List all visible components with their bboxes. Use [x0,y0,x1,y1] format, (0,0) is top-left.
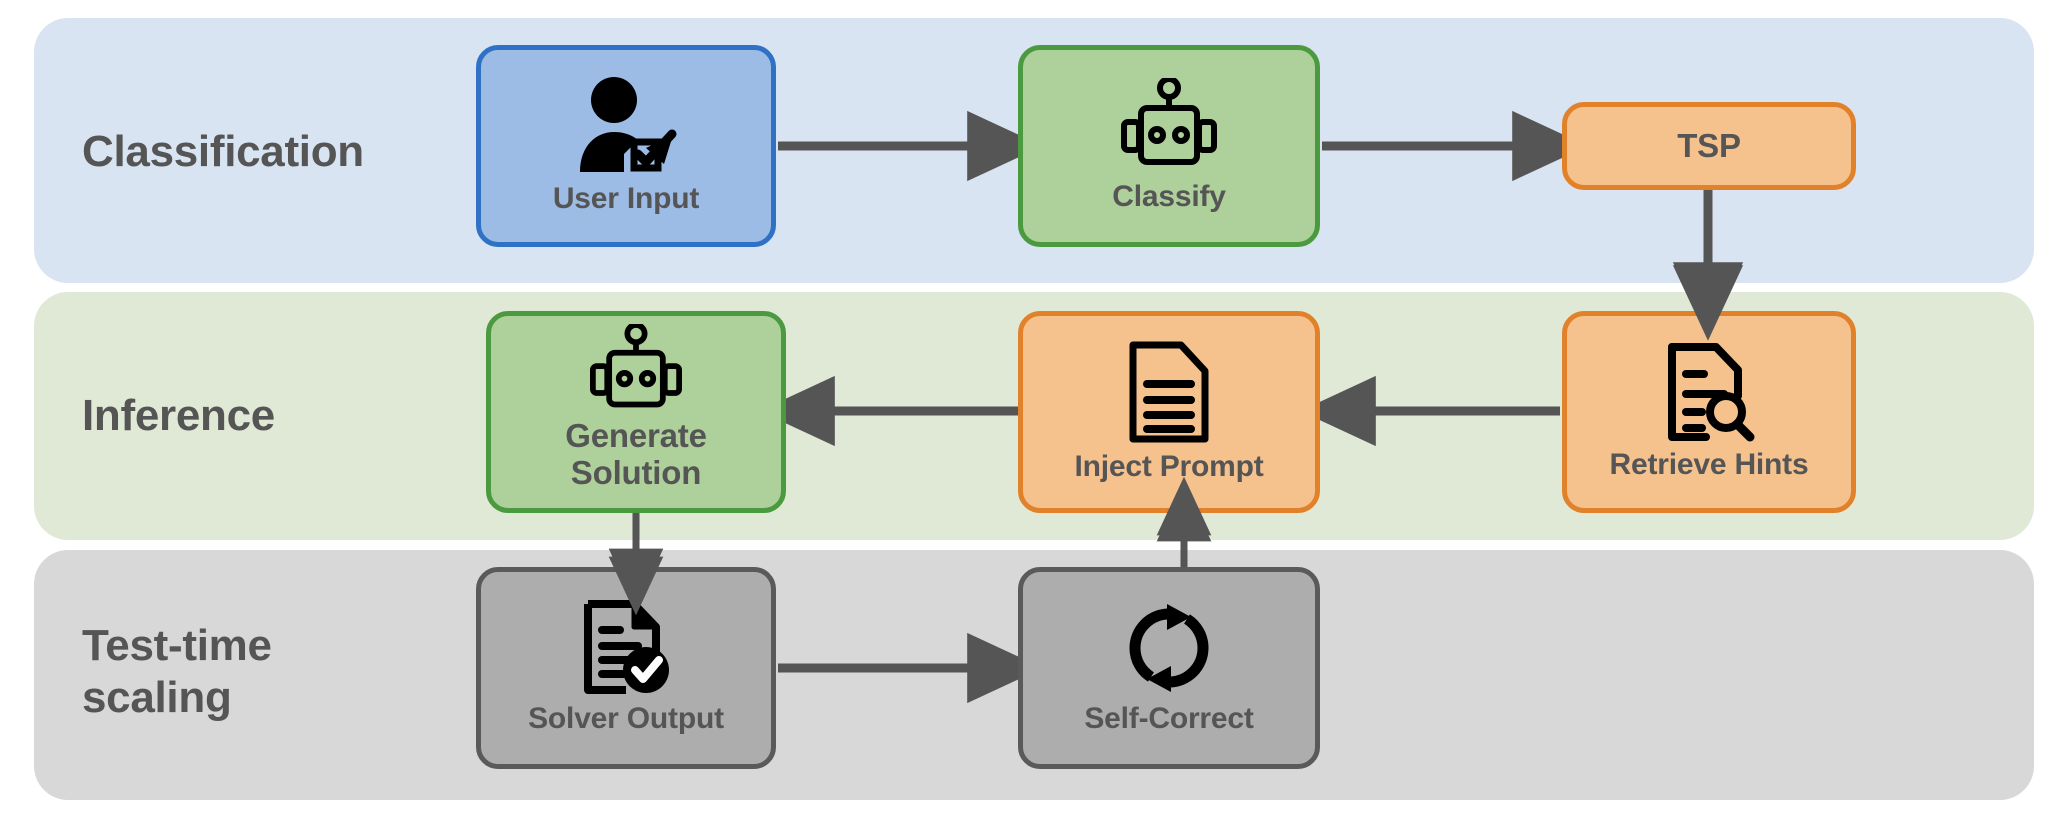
node-generate-solution[interactable]: Generate Solution [486,311,786,513]
node-label-generate-solution: Generate Solution [565,417,707,491]
node-inject-prompt[interactable]: Inject Prompt [1018,311,1320,513]
robot-icon [584,324,688,416]
node-label-user-input: User Input [552,182,700,216]
band-label-inference: Inference [82,391,275,440]
node-label-tsp: TSP [1677,126,1741,164]
document-search-icon [1662,342,1756,442]
node-classify[interactable]: Classify [1018,45,1320,247]
user-input-icon [572,76,680,176]
node-retrieve-hints[interactable]: Retrieve Hints [1562,311,1856,513]
robot-icon [1115,78,1223,174]
band-label-classification: Classification [82,127,364,176]
document-icon [1125,340,1213,444]
band-label-testtime-scaling: Test-time scaling [82,621,272,722]
node-label-retrieve-hints: Retrieve Hints [1609,448,1809,482]
node-solver-output[interactable]: Solver Output [476,567,776,769]
node-user-input[interactable]: User Input [476,45,776,247]
node-tsp[interactable]: TSP [1562,102,1856,190]
document-check-icon [580,600,672,696]
refresh-cycle-icon [1121,600,1217,696]
node-self-correct[interactable]: Self-Correct [1018,567,1320,769]
node-label-inject-prompt: Inject Prompt [1074,450,1264,484]
node-label-classify: Classify [1112,180,1226,214]
node-label-solver-output: Solver Output [528,702,724,736]
node-label-self-correct: Self-Correct [1084,702,1254,736]
